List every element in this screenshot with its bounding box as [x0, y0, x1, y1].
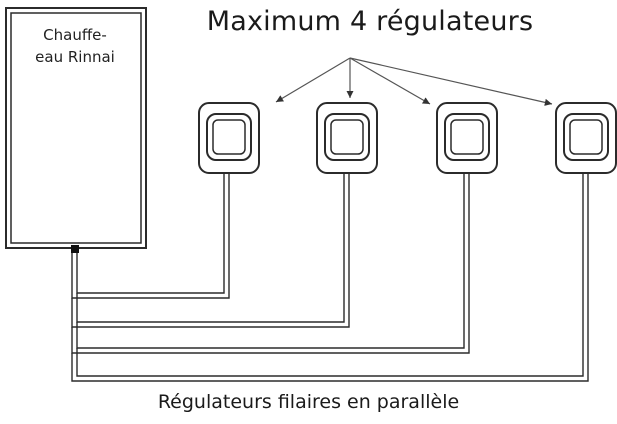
diagram-caption: Régulateurs filaires en parallèle — [157, 391, 460, 413]
heater-label-line1: Chauffe- — [43, 26, 107, 44]
wiring — [71, 173, 589, 382]
wire-regulateur-1-inner — [76, 173, 225, 294]
arrows — [275, 57, 553, 106]
arrow-to-regulateur-3 — [349, 57, 431, 105]
wire-regulateur-4-inner — [76, 173, 584, 377]
wire-regulateur-3-outer — [71, 173, 470, 354]
regulateur-1 — [198, 102, 260, 174]
regulateur-2 — [316, 102, 378, 174]
arrow-to-regulateur-1 — [275, 57, 351, 103]
wire-regulateur-1-outer — [71, 173, 230, 299]
wire-regulateur-4-outer — [71, 173, 589, 382]
arrow-to-regulateur-4 — [349, 57, 553, 106]
wire-regulateur-2-inner — [76, 173, 345, 323]
heater-label-line2: eau Rinnai — [35, 48, 115, 66]
heater-terminal — [71, 245, 79, 253]
diagram-title: Maximum 4 régulateurs — [206, 6, 534, 37]
regulateur-3 — [436, 102, 498, 174]
wire-regulateur-2-outer — [71, 173, 350, 328]
regulateur-4 — [555, 102, 617, 174]
water-heater — [5, 7, 147, 253]
wire-regulateur-3-inner — [76, 173, 465, 349]
